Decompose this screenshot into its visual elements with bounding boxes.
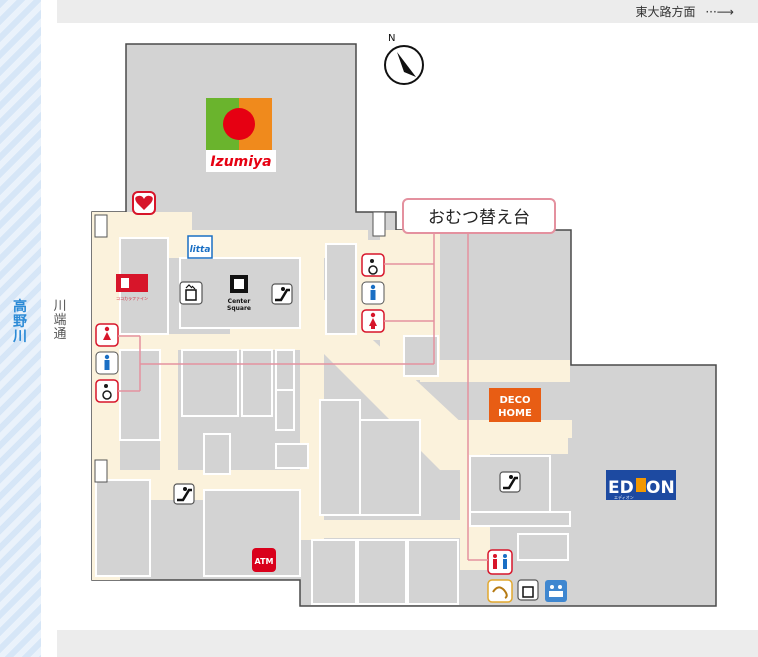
elevator-icon[interactable] — [517, 579, 539, 601]
nursing-room-icon[interactable] — [487, 579, 513, 603]
deco-home-logo: DECO HOME — [489, 388, 541, 422]
diaper-connector-lines — [118, 234, 488, 561]
escalator-icon[interactable] — [271, 283, 293, 305]
womens-toilet-icon[interactable] — [361, 309, 385, 333]
womens-toilet-icon[interactable] — [95, 323, 119, 347]
baby-care-icon[interactable] — [545, 580, 567, 602]
callout-text: おむつ替え台 — [428, 208, 530, 228]
top-road-bar: 東大路方面 ···⟶ — [57, 0, 758, 23]
vertical-char: 通 — [53, 327, 67, 342]
vertical-char: 野 — [13, 314, 27, 330]
vertical-char: 高 — [13, 299, 27, 315]
deco-home-line1: DECO — [500, 395, 531, 406]
direction-label: 東大路方面 ···⟶ — [636, 3, 735, 20]
wheelchair-toilet-icon[interactable] — [95, 379, 119, 403]
center-square-line2: Square — [227, 305, 251, 312]
edion-logo: ED ON エディオン — [606, 470, 676, 500]
road-label: 川端通 — [49, 300, 71, 342]
compass-label: N — [388, 33, 395, 44]
izumiya-logo: Izumiya — [206, 98, 276, 172]
cocokara-name: ココカラファイン — [116, 295, 148, 301]
vertical-char: 端 — [53, 313, 67, 328]
family-toilet-icon[interactable] — [487, 549, 513, 575]
litta-name: litta — [190, 245, 211, 255]
atm-label: ATM — [255, 557, 274, 566]
diaper-changing-callout: おむつ替え台 — [402, 198, 556, 234]
wheelchair-toilet-icon[interactable] — [361, 253, 385, 277]
vertical-char: 川 — [53, 299, 67, 314]
izumiya-name: Izumiya — [210, 154, 271, 170]
edion-ed: ED — [608, 478, 634, 498]
arrow-right-icon: ···⟶ — [705, 5, 734, 19]
atm-icon[interactable]: ATM — [252, 548, 276, 572]
cocokara-fine-logo: ココカラファイン — [116, 274, 148, 301]
aed-icon[interactable] — [132, 191, 156, 215]
litta-logo[interactable]: litta — [187, 235, 213, 259]
edion-sub: エディオン — [614, 494, 634, 500]
elevator-icon[interactable] — [179, 281, 203, 305]
center-square-logo: Center Square — [227, 275, 251, 312]
vertical-char: 川 — [13, 329, 27, 345]
river-label: 高野川 — [6, 300, 34, 345]
escalator-icon[interactable] — [173, 483, 195, 505]
compass-icon — [384, 45, 424, 85]
deco-home-line2: HOME — [498, 408, 532, 419]
center-square-line1: Center — [228, 298, 251, 305]
river-stripe — [0, 0, 41, 657]
mens-toilet-icon[interactable] — [361, 281, 385, 305]
edion-on: ON — [646, 478, 675, 498]
bottom-road-bar — [57, 630, 758, 657]
mens-toilet-icon[interactable] — [95, 351, 119, 375]
direction-label-text: 東大路方面 — [635, 5, 696, 19]
escalator-icon[interactable] — [499, 471, 521, 493]
escalator-hatches — [94, 211, 386, 483]
